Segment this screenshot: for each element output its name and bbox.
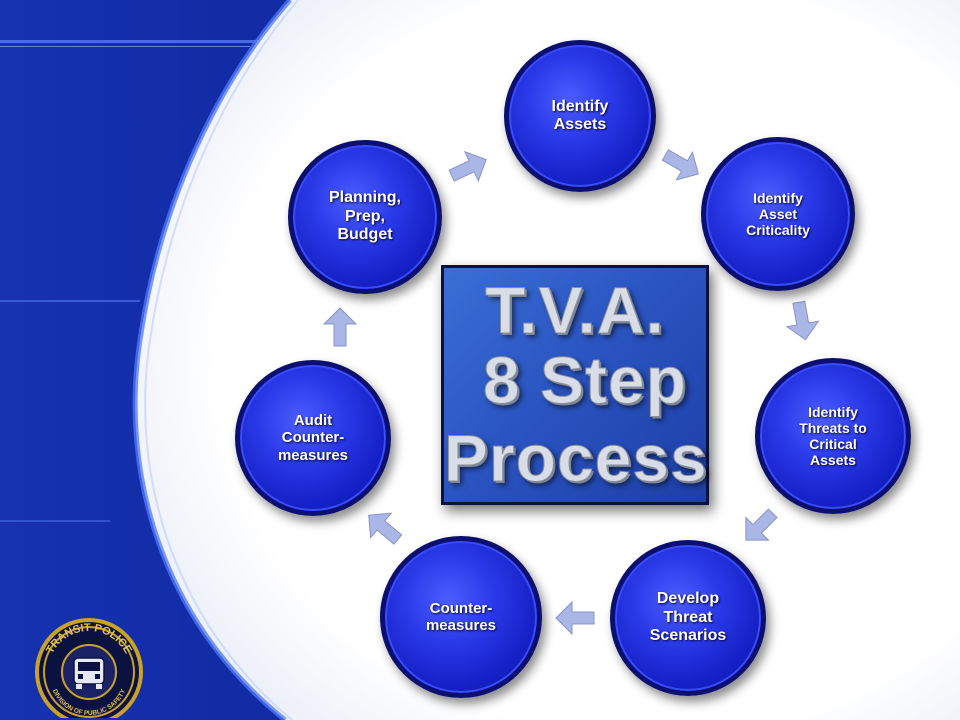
step-audit-countermeasures: Audit Counter- measures — [235, 360, 391, 516]
arrow-icon — [322, 307, 358, 347]
arrow-icon — [745, 508, 778, 541]
step-identify-threats: Identify Threats to Critical Assets — [755, 358, 911, 514]
step-label: Develop Threat Scenarios — [649, 590, 727, 645]
transit-police-logo: TRANSIT POLICE DIVISION OF PUBLIC SAFETY — [35, 618, 143, 718]
step-label: Identify Threats to Critical Assets — [799, 403, 867, 469]
step-identify-asset-criticality: Identify Asset Criticality — [701, 137, 855, 291]
step-label: Identify Asset Criticality — [746, 189, 810, 239]
center-title-box: T.V.A. 8 Step Process — [441, 265, 709, 505]
arrow-icon — [661, 149, 699, 181]
step-label: Audit Counter- measures — [277, 412, 349, 464]
step-identify-assets: Identify Assets — [504, 40, 656, 192]
step-countermeasures: Counter- measures — [380, 536, 542, 698]
title-line-2: 8 Step — [482, 343, 688, 417]
title-line-3: Process — [444, 421, 708, 496]
arrow-icon — [785, 300, 820, 341]
step-label: Counter- measures — [425, 599, 497, 634]
arrow-icon — [448, 150, 487, 183]
step-develop-threat-scenarios: Develop Threat Scenarios — [610, 540, 766, 696]
step-label: Planning, Prep, Budget — [329, 189, 401, 244]
step-planning-prep-budget: Planning, Prep, Budget — [288, 140, 442, 294]
title-line-1: T.V.A. — [485, 273, 665, 347]
step-label: Identify Assets — [551, 97, 609, 133]
arrow-icon — [555, 600, 595, 636]
arrow-icon — [368, 512, 403, 545]
train-icon — [73, 657, 105, 689]
